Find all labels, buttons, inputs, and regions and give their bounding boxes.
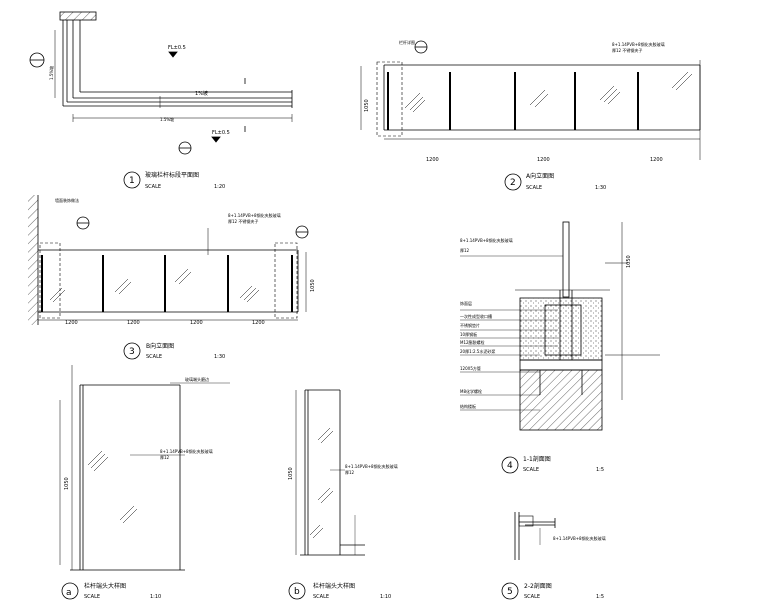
glass-reflection	[404, 71, 693, 113]
plan-label-h: 1.5%坡	[160, 116, 174, 122]
view-title: 栏杆端头大样图	[313, 582, 355, 590]
detail-a-top-note: 玻璃端头磨边	[185, 376, 209, 382]
elev-b-glass-note-2: 厚12 不锈钢夹子	[228, 218, 258, 224]
section-note: 厚12	[460, 248, 470, 253]
view-number: 2	[510, 178, 516, 188]
elev-a-dim: 1200	[537, 157, 550, 163]
elev-b-glass-note: 8+1.14PVB+8钢化夹胶玻璃	[228, 212, 281, 218]
section-note: 20厚1:2.5水泥砂浆	[460, 348, 495, 354]
view-number: 4	[507, 461, 513, 471]
view-scale: 1:5	[596, 594, 604, 600]
plan-label-top: 1%坡	[195, 90, 208, 97]
detail-a-glass-note-2: 厚12	[160, 455, 170, 460]
view-number: 3	[129, 347, 135, 357]
view-title: B向立面图	[146, 342, 174, 350]
view-number: a	[66, 588, 72, 598]
view-scale-label: SCALE	[146, 354, 162, 360]
elev-a-glass-note-2: 厚12 不锈钢夹子	[612, 47, 642, 53]
view-scale-label: SCALE	[524, 594, 540, 600]
view-title: A向立面图	[526, 172, 554, 180]
elevation-a	[360, 40, 701, 191]
section-note: M12膨胀螺栓	[460, 339, 485, 345]
wall-hatch	[59, 11, 97, 21]
section-note: 10厚钢板	[460, 331, 477, 337]
view-number: 5	[507, 587, 513, 597]
elev-a-height: 1050	[364, 99, 370, 112]
view-scale-label: SCALE	[84, 594, 100, 600]
section-note: 8+1.14PVB+8钢化夹胶玻璃	[460, 237, 513, 243]
detail-a	[59, 365, 230, 600]
view-scale-label: SCALE	[526, 185, 542, 191]
elev-b-dim: 1200	[190, 320, 203, 326]
elev-b-wall-note: 墙面装饰做法	[55, 197, 79, 203]
level-mark	[211, 136, 221, 143]
view-scale: 1:10	[150, 594, 161, 600]
section-height: 1050	[626, 255, 632, 268]
detail-a-height: 1050	[64, 477, 70, 490]
detail-callout-box	[376, 61, 403, 137]
view-scale: 1:30	[595, 185, 606, 191]
level-mark	[168, 51, 178, 58]
detail-b	[288, 389, 365, 600]
view-number: 1	[129, 176, 135, 186]
section-2-2	[501, 512, 556, 600]
elev-b-dim: 1200	[252, 320, 265, 326]
detail-b-height: 1050	[288, 467, 294, 480]
view-scale-label: SCALE	[523, 467, 539, 473]
view-title: 栏杆端头大样图	[84, 582, 126, 590]
view-scale-label: SCALE	[313, 594, 329, 600]
section-note: 120X5方管	[460, 365, 481, 371]
elev-b-height: 1050	[310, 279, 316, 292]
view-scale: 1:20	[214, 184, 225, 190]
elev-a-glass-note: 8+1.14PVB+8钢化夹胶玻璃	[612, 41, 665, 47]
view-scale: 1:5	[596, 467, 604, 473]
section-note: M8化学螺栓	[460, 388, 482, 394]
view-scale: 1:10	[380, 594, 391, 600]
view-title: 1-1剖面图	[523, 455, 551, 463]
detail-b-glass-note: 8+1.14PVB+8钢化夹胶玻璃	[345, 463, 398, 469]
detail-b-glass-note-2: 厚12	[345, 470, 355, 475]
view-number-circle	[123, 171, 141, 189]
view-title: 2-2剖面图	[524, 582, 552, 590]
view-title: 玻璃栏杆标段平面图	[145, 171, 199, 179]
section-1-1	[460, 221, 660, 474]
view-number: b	[294, 587, 300, 597]
plan-label-v: 1.5%坡	[48, 66, 54, 80]
section-note: 一次性成型收口槽	[460, 313, 492, 319]
section-note: 结构楼板	[460, 403, 476, 409]
view-number-circle	[504, 173, 522, 191]
elev-a-dim: 1200	[426, 157, 439, 163]
section-note: 饰面层	[460, 300, 472, 306]
elev-a-dim: 1200	[650, 157, 663, 163]
view-scale-label: SCALE	[145, 184, 161, 190]
plan-floor-level-top: FL±0.5	[168, 45, 186, 51]
elev-b-dim: 1200	[65, 320, 78, 326]
detail-a-glass-note: 8+1.14PVB+8钢化夹胶玻璃	[160, 448, 213, 454]
plan-view	[29, 11, 293, 155]
section-note: 不锈钢垫片	[460, 322, 480, 328]
elev-b-dim: 1200	[127, 320, 140, 326]
section-2-2-note: 8+1.14PVB+8钢化夹胶玻璃	[553, 535, 606, 541]
plan-floor-level-bottom: FL±0.5	[212, 130, 230, 136]
elev-a-detail-note: 栏杆详图	[399, 39, 415, 45]
view-scale: 1:30	[214, 354, 225, 360]
elevation-b	[28, 195, 309, 360]
